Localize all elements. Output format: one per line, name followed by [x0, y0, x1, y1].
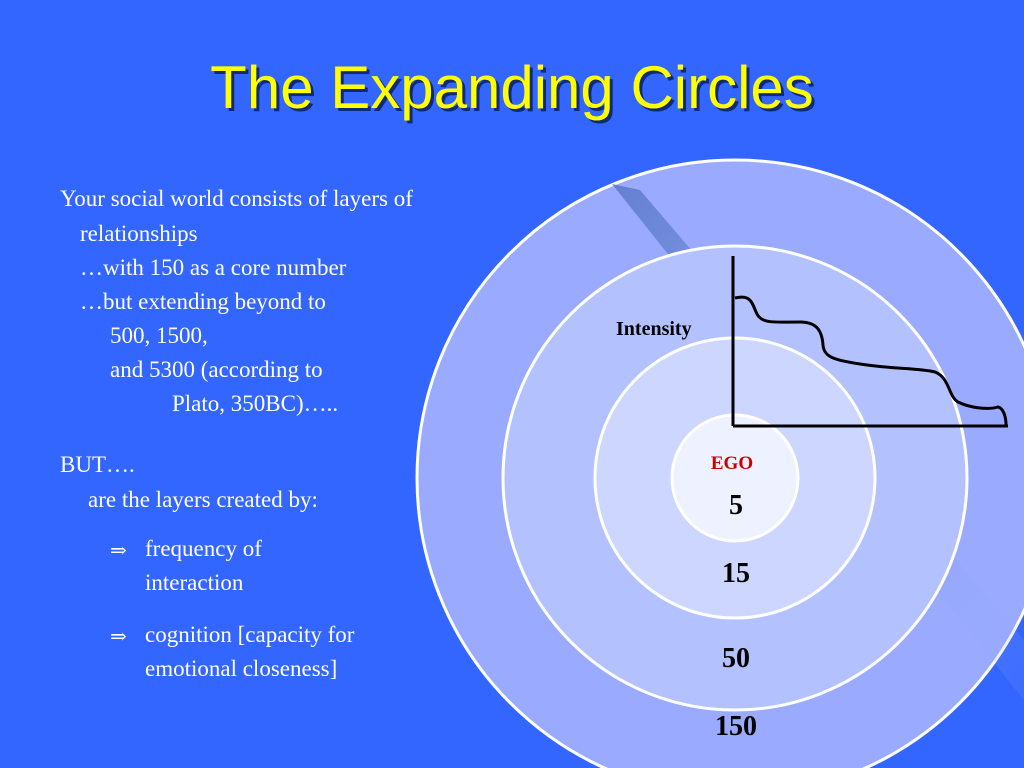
ring-5: [670, 413, 800, 543]
text-panel: Your social world consists of layers of …: [60, 186, 413, 681]
ring-label-5: 5: [729, 490, 743, 521]
text-line: 500, 1500,: [110, 323, 208, 348]
bullet-text: cognition [capacity for: [145, 622, 355, 647]
intensity-curve: [734, 295, 1008, 426]
text-line: Plato, 350BC)…..: [172, 391, 339, 416]
text-line: relationships: [80, 221, 198, 246]
intensity-graph: [731, 256, 1008, 428]
ring-label-150: 150: [715, 711, 757, 742]
ring-label-15: 15: [722, 558, 750, 589]
bullet-text: frequency of: [145, 536, 262, 561]
slide-title: The Expanding Circles: [210, 54, 814, 121]
text-line: are the layers created by:: [88, 487, 318, 512]
bullet-text: interaction: [145, 570, 244, 595]
text-line: Your social world consists of layers of: [60, 186, 413, 211]
text-line: and 5300 (according to: [110, 357, 323, 382]
ring-label-50: 50: [722, 643, 750, 674]
text-line: …but extending beyond to: [80, 289, 326, 314]
intensity-label: Intensity: [616, 318, 692, 340]
bullet-text: emotional closeness]: [145, 656, 338, 681]
text-line: …with 150 as a core number: [80, 255, 347, 280]
implies-arrow-icon: ⇒: [110, 538, 127, 562]
ego-label: EGO: [710, 453, 754, 474]
implies-arrow-icon: ⇒: [110, 624, 127, 648]
text-line: BUT….: [60, 452, 135, 477]
